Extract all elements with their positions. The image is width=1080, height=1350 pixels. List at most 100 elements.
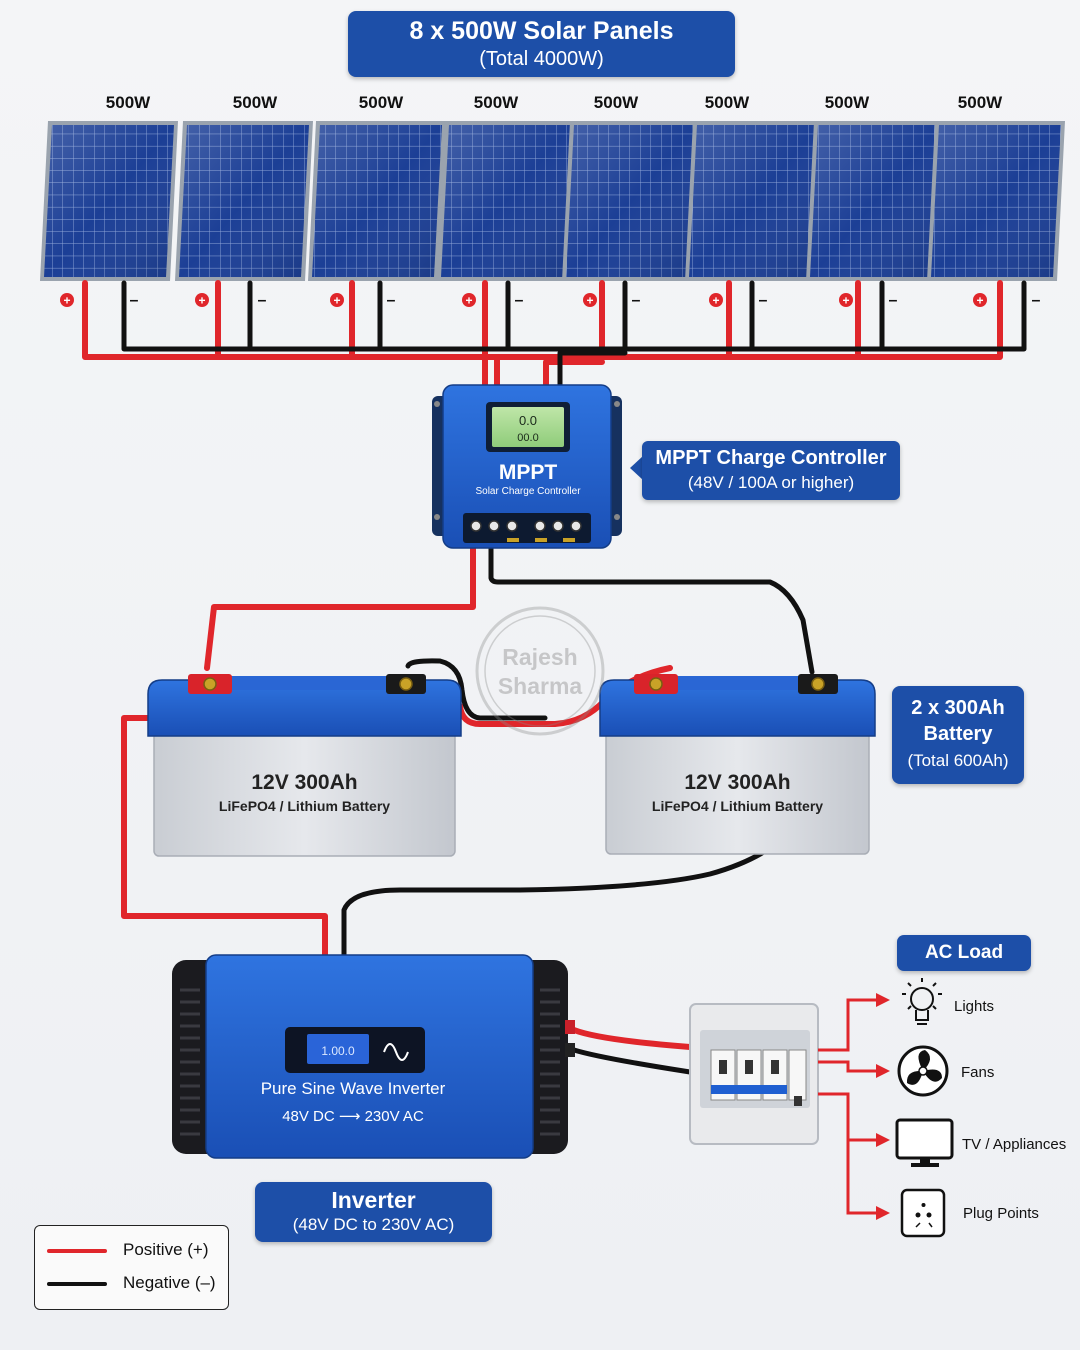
controller-display-line1: 0.0	[519, 413, 537, 428]
positive-terminal-icon: +	[330, 293, 344, 308]
distribution-box	[689, 1003, 819, 1145]
legend-positive: Positive (+)	[47, 1240, 227, 1260]
legend-positive-swatch	[47, 1249, 107, 1253]
mppt-label-title: MPPT Charge Controller	[655, 447, 887, 469]
inverter: 1.00.0 Pure Sine Wave Inverter 48V DC ⟶ …	[172, 954, 575, 1159]
circuit-breakers	[710, 1049, 807, 1106]
positive-terminal-icon: +	[583, 293, 597, 308]
battery-type: LiFePO4 / Lithium Battery	[219, 798, 390, 814]
inverter-conversion: 48V DC ⟶ 230V AC	[282, 1108, 424, 1125]
battery-bank-line1: 2 x 300Ah	[911, 697, 1005, 719]
tv-icon	[895, 1118, 954, 1167]
battery-negative-terminal	[386, 674, 426, 694]
plug-socket-icon	[900, 1188, 946, 1238]
negative-terminal-sign: –	[130, 292, 139, 309]
controller-lcd	[492, 407, 564, 447]
battery-rating: 12V 300Ah	[251, 771, 357, 794]
solar-panel: 500W + –	[806, 93, 944, 309]
watermark-line1: Rajesh	[502, 644, 577, 670]
ac-load-label-tv: TV / Appliances	[962, 1136, 1066, 1153]
battery-rating: 12V 300Ah	[684, 771, 790, 794]
watermark-line2: Sharma	[498, 673, 583, 699]
inverter-name: Pure Sine Wave Inverter	[261, 1079, 446, 1098]
inverter-label: Inverter (48V DC to 230V AC)	[255, 1182, 492, 1242]
ac-load-arrows	[876, 993, 890, 1220]
negative-terminal-sign: –	[889, 292, 898, 309]
positive-terminal-icon: +	[195, 293, 209, 308]
positive-terminal-sign: +	[712, 294, 719, 308]
mppt-label-subtitle: (48V / 100A or higher)	[687, 473, 855, 492]
battery-positive-terminal	[188, 674, 232, 694]
positive-terminal-sign: +	[465, 294, 472, 308]
mppt-label: MPPT Charge Controller (48V / 100A or hi…	[642, 441, 900, 500]
positive-terminal-icon: +	[709, 293, 723, 308]
inverter-label-subtitle: (48V DC to 230V AC)	[292, 1215, 455, 1234]
legend-negative-swatch	[47, 1282, 107, 1286]
legend: Positive (+) Negative (–)	[34, 1225, 229, 1310]
legend-positive-label: Positive (+)	[123, 1240, 209, 1259]
panel-wattage-label: 500W	[359, 93, 404, 112]
solar-panel: 500W + –	[437, 93, 575, 309]
solar-panel: 500W+–	[685, 93, 823, 309]
ac-load-label-plugs: Plug Points	[963, 1205, 1039, 1222]
positive-terminal-icon: +	[60, 293, 74, 308]
battery-bank-total: (Total 600Ah)	[907, 751, 1009, 770]
solar-panel: 500W+–	[175, 93, 313, 309]
sine-wave-icon	[383, 1043, 409, 1061]
negative-terminal-sign: –	[258, 292, 267, 309]
battery-positive-terminal	[634, 674, 678, 694]
page-title: 8 x 500W Solar Panels	[409, 17, 674, 45]
panel-wattage-label: 500W	[825, 93, 870, 112]
solar-panel: 500W + –	[308, 93, 446, 309]
ac-load-wiring	[818, 998, 878, 1215]
title-banner: 8 x 500W Solar Panels (Total 4000W)	[348, 11, 735, 77]
watermark-logo: Rajesh Sharma	[475, 606, 605, 736]
positive-terminal-icon: +	[973, 293, 987, 308]
panel-wattage-label: 500W	[594, 93, 639, 112]
positive-terminal-sign: +	[586, 294, 593, 308]
controller-display-line2: 00.0	[517, 432, 538, 444]
light-bulb-icon	[902, 978, 942, 1025]
positive-terminal-icon: +	[462, 293, 476, 308]
negative-terminal-sign: –	[515, 292, 524, 309]
panel-wattage-label: 500W	[474, 93, 519, 112]
ac-load-title: AC Load	[924, 942, 1004, 963]
fan-icon	[897, 1045, 949, 1097]
solar-panel-array: 500W+–500W+–500W+–500W+–500W+–500W+–500W…	[40, 93, 1065, 309]
solar-panel: 500W + –	[562, 93, 700, 309]
inverter-label-title: Inverter	[331, 1187, 416, 1213]
controller-subtitle: Solar Charge Controller	[475, 486, 581, 497]
legend-negative: Negative (–)	[47, 1273, 227, 1293]
system-wiring	[121, 545, 822, 1075]
solar-panel: 500W + –	[927, 93, 1065, 309]
battery-negative-terminal	[798, 674, 838, 694]
battery-type: LiFePO4 / Lithium Battery	[652, 798, 823, 814]
positive-terminal-sign: +	[976, 294, 983, 308]
ac-load-label: AC Load	[897, 935, 1031, 971]
positive-terminal-icon: +	[839, 293, 853, 308]
panel-wattage-label: 500W	[106, 93, 151, 112]
battery-bank-label: 2 x 300Ah Battery (Total 600Ah)	[892, 686, 1024, 784]
controller-brand: MPPT	[499, 461, 558, 484]
inverter-lcd	[307, 1034, 369, 1064]
legend-negative-label: Negative (–)	[123, 1273, 216, 1292]
mppt-charge-controller: 0.0 00.0 MPPT Solar Charge Controller	[432, 384, 622, 549]
panel-wattage-label: 500W	[705, 93, 750, 112]
positive-terminal-sign: +	[333, 294, 340, 308]
negative-terminal-sign: –	[387, 292, 396, 309]
panel-wiring	[82, 280, 1027, 388]
solar-panel: 500W + –	[40, 93, 178, 309]
ac-load-label-fans: Fans	[961, 1064, 994, 1081]
negative-terminal-sign: –	[1032, 292, 1041, 309]
positive-terminal-sign: +	[198, 294, 205, 308]
negative-terminal-sign: –	[632, 292, 641, 309]
panel-wattage-label: 500W	[958, 93, 1003, 112]
page-subtitle: (Total 4000W)	[479, 48, 604, 70]
battery-bank-line2: Battery	[923, 723, 993, 745]
positive-terminal-sign: +	[842, 294, 849, 308]
positive-terminal-sign: +	[63, 294, 70, 308]
mppt-label-pointer	[630, 456, 643, 480]
